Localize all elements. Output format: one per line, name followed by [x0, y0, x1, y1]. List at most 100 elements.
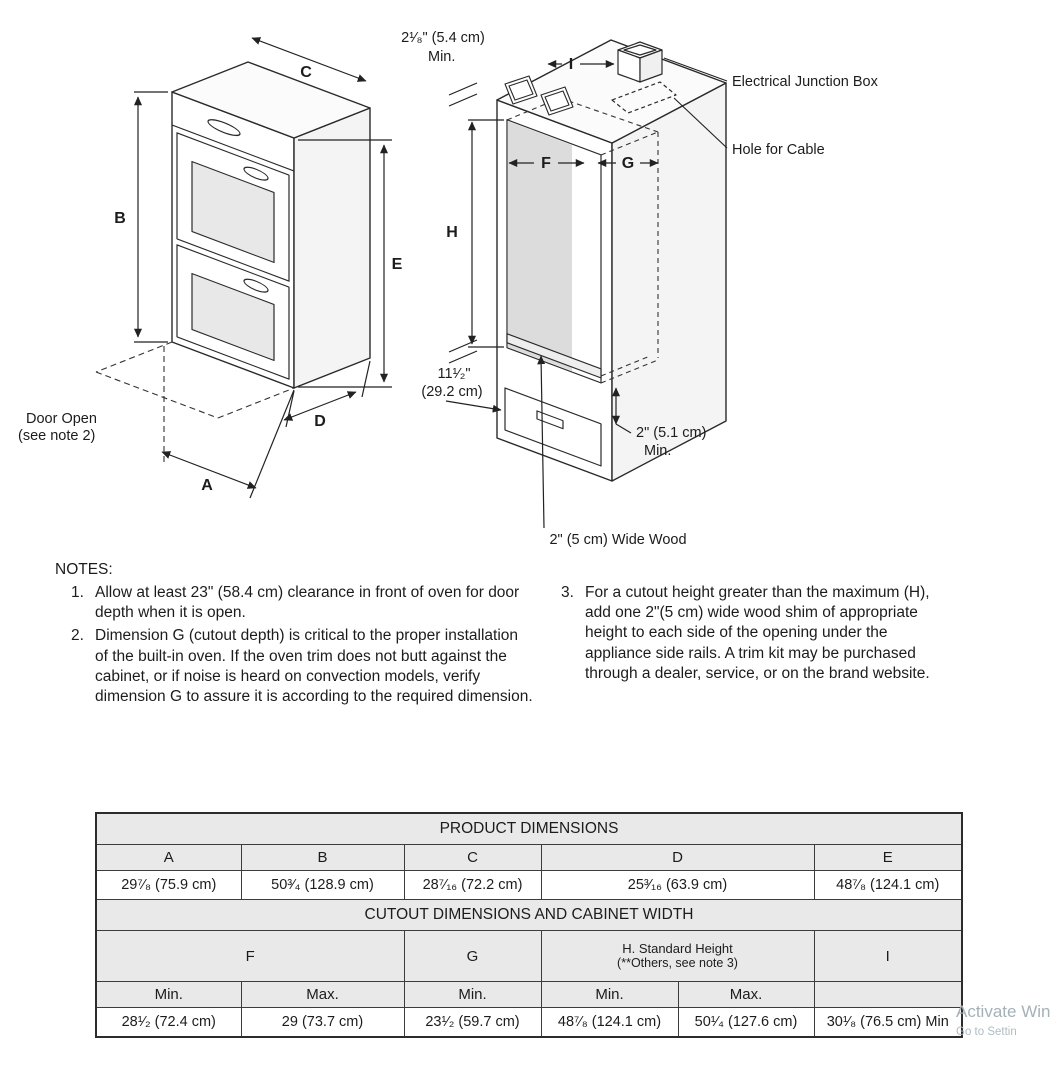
cable-hole-label: Hole for Cable: [732, 142, 825, 158]
note-text: Dimension G (cutout depth) is critical t…: [95, 627, 533, 705]
note-number: 1.: [71, 584, 84, 602]
dim-i-label: I: [569, 56, 573, 73]
oven-diagram: B E C D A Door Open (see note 2): [18, 37, 403, 499]
cutout-dimensions-header-row: CUTOUT DIMENSIONS AND CABINET WIDTH: [95, 899, 963, 931]
product-letters-row: A B C D E: [95, 844, 963, 871]
note-item-3: 3. For a cutout height greater than the …: [561, 583, 947, 684]
bottom-height-arrow: [445, 400, 502, 413]
cutout-back-panel: [508, 121, 572, 372]
cutout-values-row: 28¹⁄₂ (72.4 cm) 29 (73.7 cm) 23¹⁄₂ (59.7…: [95, 1007, 963, 1038]
col-i-header: I: [813, 930, 963, 982]
dim-a-arrow: [161, 451, 257, 489]
value-a: 29⁷⁄₈ (75.9 cm): [95, 870, 242, 900]
col-a-header: A: [95, 844, 242, 871]
col-h-header-line2: (**Others, see note 3): [617, 956, 738, 971]
col-c-header: C: [403, 844, 542, 871]
note-text: Allow at least 23" (58.4 cm) clearance i…: [95, 584, 520, 622]
col-b-header: B: [240, 844, 405, 871]
notes-title: NOTES:: [55, 561, 113, 578]
notes-column-right: 3. For a cutout height greater than the …: [561, 583, 947, 687]
rail-min-label-line1: 2" (5.1 cm): [636, 425, 706, 441]
control-panel-display: [207, 119, 241, 137]
door-open-label-line2: (see note 2): [18, 428, 95, 444]
product-dimensions-header-row: PRODUCT DIMENSIONS: [95, 812, 963, 845]
cutout-dimensions-header: CUTOUT DIMENSIONS AND CABINET WIDTH: [95, 899, 963, 931]
cutout-letters-row: F G H. Standard Height (**Others, see no…: [95, 930, 963, 982]
door-open-label-line1: Door Open: [26, 411, 97, 427]
product-values-row: 29⁷⁄₈ (75.9 cm) 50³⁄₄ (128.9 cm) 28⁷⁄₁₆ …: [95, 870, 963, 900]
wood-label: 2" (5 cm) Wide Wood: [549, 532, 686, 548]
col-f-header: F: [95, 930, 405, 982]
col-e-header: E: [813, 844, 963, 871]
cabinet-leader-lines: [663, 57, 728, 149]
cabinet-top-face: [496, 39, 727, 144]
notes-column-left: 1. Allow at least 23" (58.4 cm) clearanc…: [71, 583, 533, 710]
h-min-header: Min.: [540, 981, 679, 1008]
upper-door-handle: [243, 166, 269, 181]
value-h-max: 50¹⁄₄ (127.6 cm): [677, 1007, 815, 1038]
oven-side-face: [293, 107, 371, 389]
value-c: 28⁷⁄₁₆ (72.2 cm): [403, 870, 542, 900]
value-g-min: 23¹⁄₂ (59.7 cm): [403, 1007, 542, 1038]
installation-diagrams: B E C D A Door Open (see note 2): [18, 30, 879, 548]
value-b: 50³⁄₄ (128.9 cm): [240, 870, 405, 900]
dim-d-label: D: [314, 413, 326, 430]
top-conduit-boxes: [504, 75, 574, 116]
i-minmax-spacer: [813, 981, 963, 1008]
upper-door-window: [191, 160, 275, 264]
value-f-min: 28¹⁄₂ (72.4 cm): [95, 1007, 242, 1038]
oven-front-details: [172, 119, 294, 380]
bottom-height-label-line2: (29.2 cm): [421, 384, 482, 400]
dim-c-label: C: [300, 64, 312, 81]
bottom-height-label-line1: 11¹⁄₂": [437, 366, 470, 382]
value-d: 25³⁄₁₆ (63.9 cm): [540, 870, 815, 900]
dim-f-label: F: [541, 155, 551, 172]
cabinet-diagram: H I F G 2¹⁄₈" (5.4 cm) Min. Electrical J…: [401, 30, 878, 548]
dim-c-arrow: [251, 37, 367, 82]
top-clearance-label-line1: 2¹⁄₈" (5.4 cm): [401, 30, 485, 46]
drawer-handle: [536, 410, 564, 430]
lower-door-window: [191, 272, 275, 362]
bottom-drawer: [504, 387, 602, 467]
minmax-row: Min. Max. Min. Min. Max.: [95, 981, 963, 1008]
dim-a-label: A: [201, 477, 213, 494]
value-f-max: 29 (73.7 cm): [240, 1007, 405, 1038]
lower-door-handle: [243, 278, 269, 293]
dim-b-label: B: [114, 210, 126, 227]
watermark-line2: Go to Settin: [956, 1026, 1017, 1038]
h-max-header: Max.: [677, 981, 815, 1008]
cabinet-front-details: [504, 119, 602, 467]
col-h-header: H. Standard Height (**Others, see note 3…: [540, 930, 815, 982]
value-h-min: 48⁷⁄₈ (124.1 cm): [540, 1007, 679, 1038]
dimensions-table: PRODUCT DIMENSIONS A B C D E 29⁷⁄₈ (75.9…: [95, 812, 963, 1038]
cabinet-side-face: [611, 82, 727, 482]
hole-for-cable: [611, 81, 677, 114]
oven-top-face: [171, 61, 371, 139]
door-open-projection: [95, 341, 295, 464]
dim-d-arrow: [283, 391, 357, 421]
dim-e-label: E: [392, 256, 403, 273]
junction-box-label: Electrical Junction Box: [732, 74, 879, 90]
dim-h-label: H: [446, 224, 458, 241]
product-dimensions-header: PRODUCT DIMENSIONS: [95, 812, 963, 845]
note-number: 3.: [561, 584, 574, 602]
oven-dimension-lines: [133, 37, 392, 499]
notes-section: NOTES: 1. Allow at least 23" (58.4 cm) c…: [55, 560, 1005, 710]
g-min-header: Min.: [403, 981, 542, 1008]
electrical-junction-box: [617, 41, 663, 83]
activation-watermark: Activate Win Go to Settin: [956, 1002, 1050, 1038]
note-item-1: 1. Allow at least 23" (58.4 cm) clearanc…: [71, 583, 533, 623]
col-d-header: D: [540, 844, 815, 871]
cabinet-dimension-lines: [445, 59, 659, 529]
value-e: 48⁷⁄₈ (124.1 cm): [813, 870, 963, 900]
note-text: For a cutout height greater than the max…: [585, 584, 930, 682]
note-number: 2.: [71, 627, 84, 645]
dim-g-label: G: [622, 155, 634, 172]
value-i: 30¹⁄₈ (76.5 cm) Min: [813, 1007, 963, 1038]
note-item-2: 2. Dimension G (cutout depth) is critica…: [71, 626, 533, 707]
top-clearance-label-line2: Min.: [428, 49, 455, 65]
f-min-header: Min.: [95, 981, 242, 1008]
f-max-header: Max.: [240, 981, 405, 1008]
col-h-header-line1: H. Standard Height: [622, 940, 733, 956]
